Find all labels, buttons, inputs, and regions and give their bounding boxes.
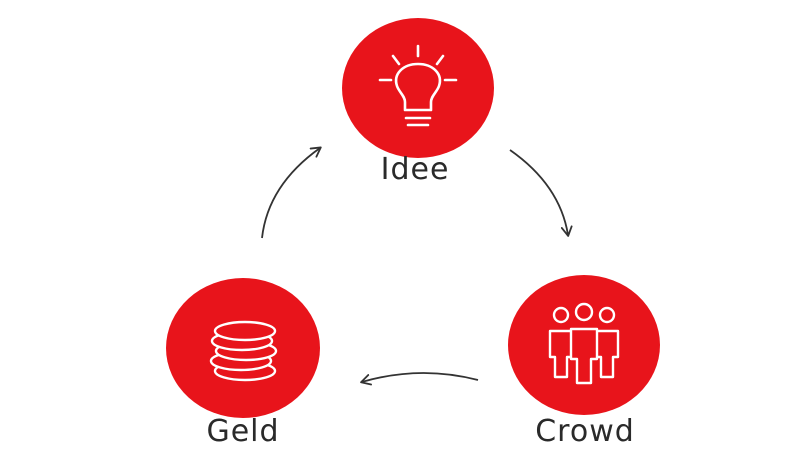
arrow-crowd-to-geld — [360, 372, 479, 386]
arrow-geld-to-idee — [261, 146, 322, 239]
geld-label: Geld — [206, 414, 280, 449]
people-group-icon — [548, 302, 620, 385]
idee-label: Idee — [380, 152, 450, 187]
arrow-idee-to-crowd — [509, 149, 573, 237]
idee-node — [342, 18, 494, 158]
crowd-label: Crowd — [535, 414, 635, 449]
geld-node — [166, 278, 320, 418]
crowd-node — [508, 275, 660, 415]
lightbulb-icon — [378, 44, 458, 127]
coin-stack-icon — [209, 320, 278, 382]
